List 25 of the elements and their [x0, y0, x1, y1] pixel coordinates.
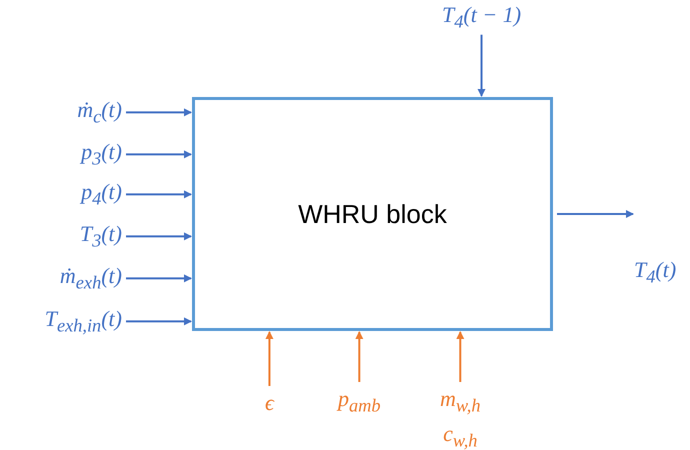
arrow — [355, 331, 364, 382]
variable-label: c$_{w,h}$ — [443, 422, 478, 450]
block-title: WHRU block — [298, 198, 447, 230]
variable-label: T$_{4}$(t) — [634, 259, 676, 286]
arrow — [478, 34, 486, 97]
arrow — [126, 150, 192, 158]
arrow — [126, 317, 192, 326]
variable-label: m$_{w,h}$ — [440, 388, 481, 415]
arrow — [456, 331, 464, 382]
variable-label: p$_{3}$(t) — [81, 141, 122, 168]
variable-label: T$_{3}$(t) — [80, 223, 122, 250]
arrow — [126, 232, 192, 240]
arrow — [557, 210, 634, 218]
variable-label: ṁ$_{exh}$(t) — [60, 265, 122, 292]
arrow — [126, 190, 192, 198]
variable-label: ṁ$_{c}$(t) — [77, 99, 122, 126]
arrow — [126, 108, 192, 116]
variable-label: T$_{4}$(t − 1) — [442, 4, 522, 31]
arrow — [126, 274, 192, 282]
variable-label: ϵ — [265, 392, 274, 414]
arrow — [265, 331, 274, 386]
process-box — [192, 97, 553, 331]
variable-label: p$_{amb}$ — [338, 388, 381, 415]
variable-label: p$_{4}$(t) — [81, 181, 122, 208]
variable-label: T$_{exh,in}$(t) — [44, 308, 122, 335]
